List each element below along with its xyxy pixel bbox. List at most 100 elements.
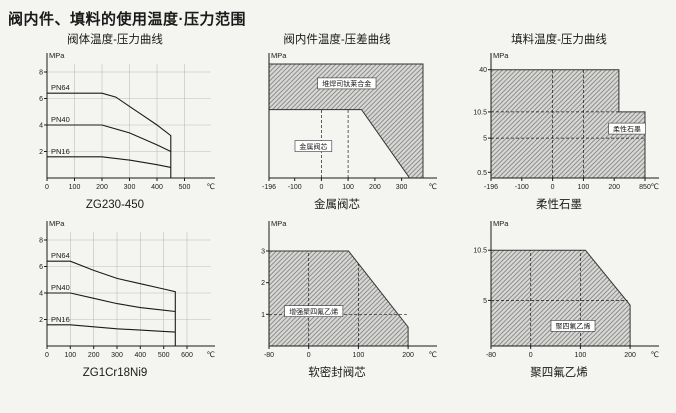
svg-text:柔性石墨: 柔性石墨 bbox=[613, 124, 641, 133]
svg-text:MPa: MPa bbox=[271, 219, 287, 228]
svg-text:℃: ℃ bbox=[429, 182, 437, 191]
svg-text:100: 100 bbox=[342, 184, 354, 191]
svg-text:PN16: PN16 bbox=[51, 147, 70, 156]
page-title: 阀内件、填料的使用温度·压力范围 bbox=[8, 11, 246, 28]
svg-text:200: 200 bbox=[88, 352, 100, 359]
chart-block-trim-diff-pressure: 阀内件温度-压差曲线 -196 -100 0 100 200 300 MPa ℃ 堆焊司钛莱合金… bbox=[230, 33, 444, 212]
svg-text:2: 2 bbox=[261, 280, 265, 287]
svg-text:200: 200 bbox=[608, 184, 620, 191]
svg-text:850: 850 bbox=[639, 184, 651, 191]
svg-text:MPa: MPa bbox=[493, 219, 509, 228]
svg-text:8: 8 bbox=[39, 238, 43, 245]
chart-plot-flexible-graphite: -196 -100 0 100 200 850 0.5 5 10.5 40 MPa ℃ 柔性石墨 bbox=[452, 48, 666, 198]
svg-text:100: 100 bbox=[353, 352, 365, 359]
chart-block-soft-seal-trim: -80 0 100 200 1 2 3 MPa ℃ 增强聚四氟乙烯 软密封阀芯 bbox=[230, 216, 444, 380]
svg-text:200: 200 bbox=[369, 184, 381, 191]
svg-text:0: 0 bbox=[307, 352, 311, 359]
chart-caption: 柔性石墨 bbox=[536, 199, 582, 211]
svg-text:金属阀芯: 金属阀芯 bbox=[299, 142, 327, 151]
chart-block-ptfe-packing: -80 0 100 200 5 10.5 MPa ℃ 聚四氟乙烯 聚四氟乙烯 bbox=[452, 216, 666, 380]
svg-text:100: 100 bbox=[69, 184, 81, 191]
svg-text:500: 500 bbox=[158, 352, 170, 359]
svg-text:1: 1 bbox=[261, 312, 265, 319]
svg-text:300: 300 bbox=[111, 352, 123, 359]
svg-text:PN40: PN40 bbox=[51, 115, 70, 124]
svg-text:100: 100 bbox=[575, 352, 587, 359]
svg-text:5: 5 bbox=[483, 298, 487, 305]
svg-text:堆焊司钛莱合金: 堆焊司钛莱合金 bbox=[322, 79, 371, 88]
svg-text:MPa: MPa bbox=[49, 51, 65, 60]
svg-text:℃: ℃ bbox=[651, 182, 659, 191]
svg-text:0: 0 bbox=[319, 184, 323, 191]
chart-plot-soft-seal: -80 0 100 200 1 2 3 MPa ℃ 增强聚四氟乙烯 bbox=[230, 216, 444, 366]
svg-text:4: 4 bbox=[39, 123, 43, 130]
svg-text:增强聚四氟乙烯: 增强聚四氟乙烯 bbox=[289, 307, 338, 316]
svg-text:4: 4 bbox=[39, 291, 43, 298]
chart-title: 阀体温度-压力曲线 bbox=[67, 34, 163, 46]
chart-caption: ZG1Cr18Ni9 bbox=[82, 367, 148, 379]
svg-text:200: 200 bbox=[96, 184, 108, 191]
svg-text:MPa: MPa bbox=[271, 51, 287, 60]
chart-caption: 软密封阀芯 bbox=[308, 367, 366, 379]
svg-text:-100: -100 bbox=[515, 184, 529, 191]
svg-text:-100: -100 bbox=[288, 184, 302, 191]
svg-text:8: 8 bbox=[39, 70, 43, 77]
svg-text:0: 0 bbox=[45, 352, 49, 359]
chart-svg: -80 0 100 200 1 2 3 MPa ℃ 增强聚四氟乙烯 bbox=[261, 219, 437, 359]
svg-text:℃: ℃ bbox=[207, 182, 215, 191]
svg-text:300: 300 bbox=[396, 184, 408, 191]
svg-text:2: 2 bbox=[39, 317, 43, 324]
svg-text:400: 400 bbox=[151, 184, 163, 191]
svg-text:℃: ℃ bbox=[429, 350, 437, 359]
chart-plot-metal-trim: -196 -100 0 100 200 300 MPa ℃ 堆焊司钛莱合金金属阀芯 bbox=[230, 48, 444, 198]
chart-title: 填料温度-压力曲线 bbox=[511, 34, 607, 46]
svg-text:-196: -196 bbox=[262, 184, 276, 191]
svg-text:6: 6 bbox=[39, 96, 43, 103]
svg-text:200: 200 bbox=[402, 352, 414, 359]
svg-text:0: 0 bbox=[529, 352, 533, 359]
svg-text:0.5: 0.5 bbox=[477, 170, 487, 177]
chart-plot-ptfe: -80 0 100 200 5 10.5 MPa ℃ 聚四氟乙烯 bbox=[452, 216, 666, 366]
svg-text:40: 40 bbox=[479, 67, 487, 74]
svg-text:100: 100 bbox=[64, 352, 76, 359]
svg-text:0: 0 bbox=[45, 184, 49, 191]
svg-text:-80: -80 bbox=[486, 352, 496, 359]
svg-text:400: 400 bbox=[134, 352, 146, 359]
svg-text:-80: -80 bbox=[264, 352, 274, 359]
chart-title: 阀内件温度-压差曲线 bbox=[283, 34, 391, 46]
svg-text:0: 0 bbox=[551, 184, 555, 191]
svg-text:PN16: PN16 bbox=[51, 315, 70, 324]
chart-svg: -196 -100 0 100 200 850 0.5 5 10.5 40 MPa ℃ 柔性石墨 bbox=[473, 51, 659, 191]
svg-text:10.5: 10.5 bbox=[473, 109, 487, 116]
svg-text:200: 200 bbox=[624, 352, 636, 359]
svg-text:600: 600 bbox=[181, 352, 193, 359]
svg-text:100: 100 bbox=[578, 184, 590, 191]
svg-text:MPa: MPa bbox=[49, 219, 65, 228]
svg-text:℃: ℃ bbox=[207, 350, 215, 359]
svg-text:500: 500 bbox=[179, 184, 191, 191]
svg-text:PN40: PN40 bbox=[51, 283, 70, 292]
svg-text:300: 300 bbox=[124, 184, 136, 191]
svg-text:5: 5 bbox=[483, 136, 487, 143]
svg-text:MPa: MPa bbox=[493, 51, 509, 60]
chart-svg: -80 0 100 200 5 10.5 MPa ℃ 聚四氟乙烯 bbox=[473, 219, 659, 359]
svg-text:PN64: PN64 bbox=[51, 251, 70, 260]
svg-text:3: 3 bbox=[261, 249, 265, 256]
svg-text:6: 6 bbox=[39, 264, 43, 271]
svg-text:℃: ℃ bbox=[651, 350, 659, 359]
svg-text:-196: -196 bbox=[484, 184, 498, 191]
chart-caption: 聚四氟乙烯 bbox=[530, 367, 588, 379]
svg-text:聚四氟乙烯: 聚四氟乙烯 bbox=[556, 322, 591, 331]
svg-text:10.5: 10.5 bbox=[473, 248, 487, 255]
chart-caption: ZG230-450 bbox=[85, 199, 145, 211]
svg-text:2: 2 bbox=[39, 149, 43, 156]
